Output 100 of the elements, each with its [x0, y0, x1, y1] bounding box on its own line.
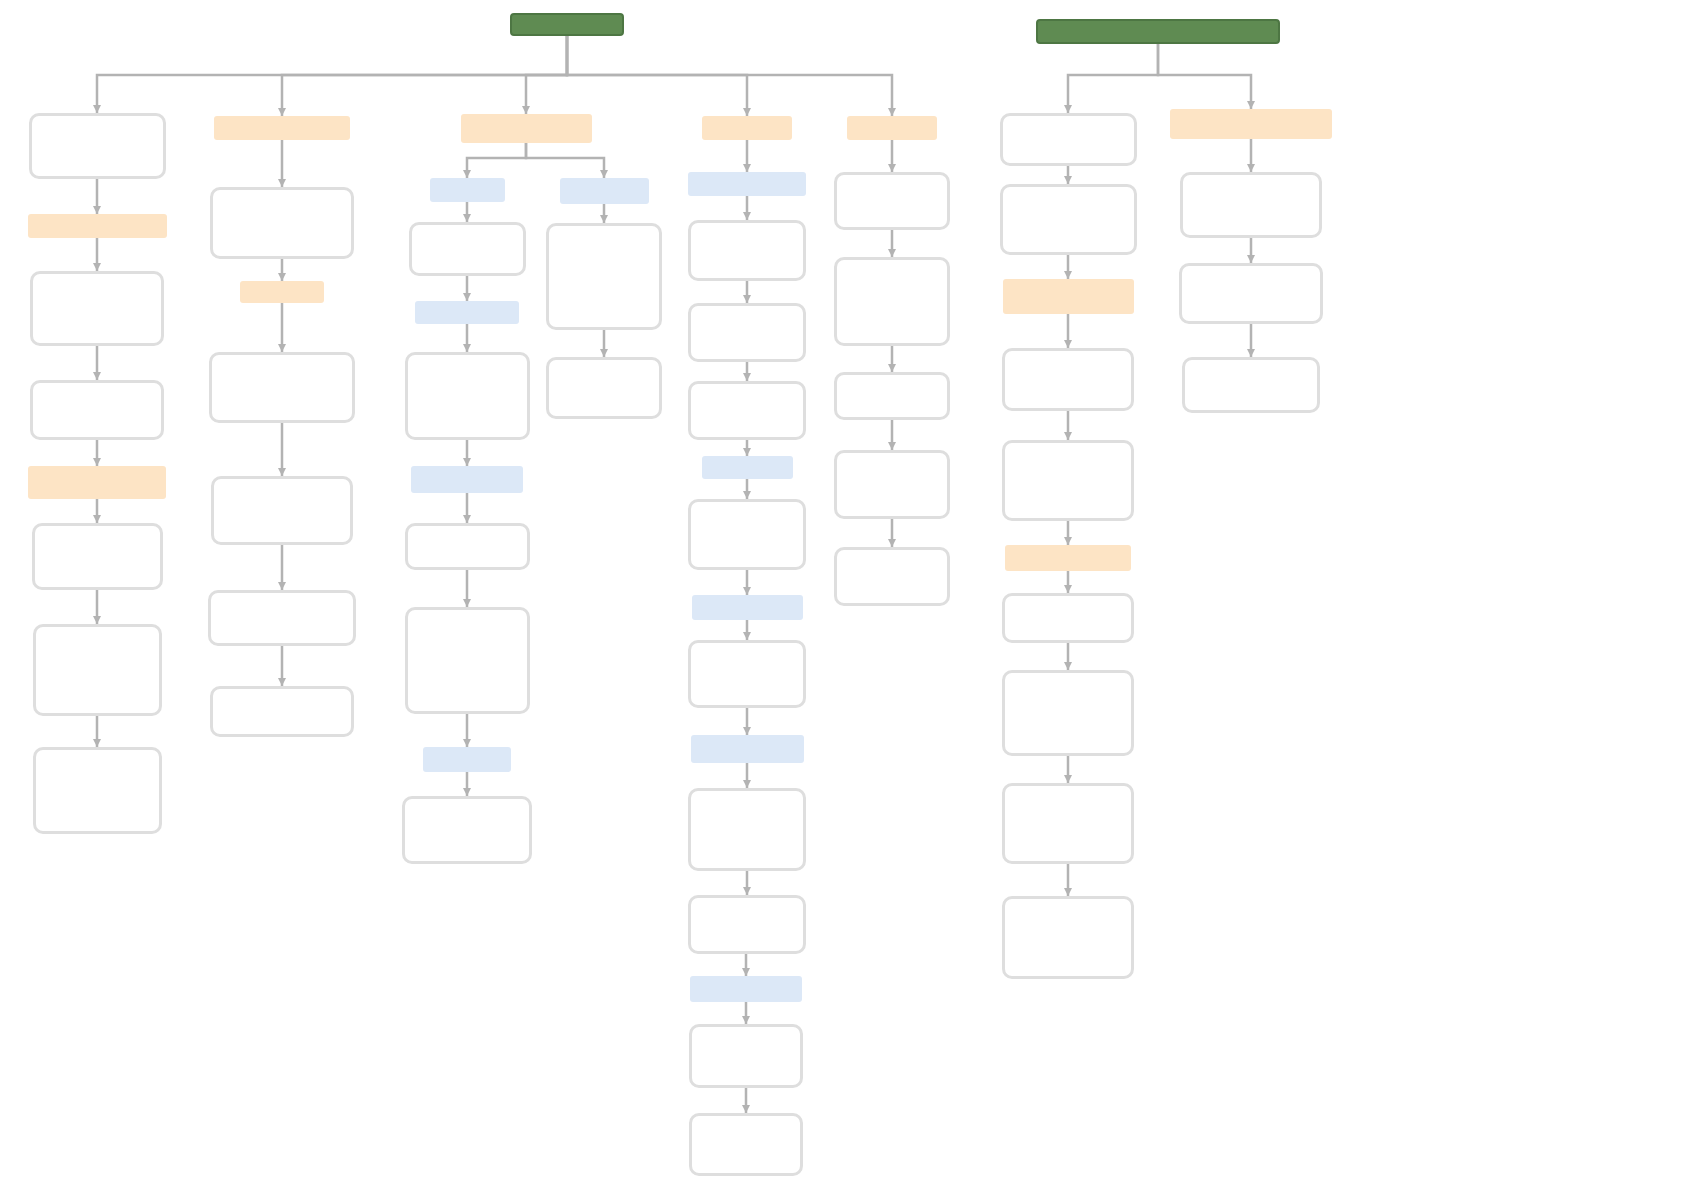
arrow — [1156, 44, 1255, 109]
note-box — [688, 381, 806, 440]
subcategory-tag — [415, 301, 519, 324]
arrow — [1064, 166, 1072, 184]
arrow — [743, 763, 751, 788]
subcategory-tag — [411, 466, 523, 493]
arrow — [93, 590, 101, 624]
arrow — [743, 708, 751, 735]
arrow — [743, 620, 751, 640]
arrow — [463, 276, 471, 301]
arrow — [93, 238, 101, 271]
arrow — [463, 324, 471, 352]
arrow — [600, 330, 608, 357]
arrow — [742, 954, 750, 976]
note-box — [834, 172, 950, 230]
arrow — [1064, 314, 1072, 348]
arrow — [93, 716, 101, 747]
category-tag — [214, 116, 350, 140]
arrow — [463, 772, 471, 796]
note-box — [1002, 348, 1134, 411]
note-box — [30, 271, 164, 346]
root-heading-box — [1036, 19, 1280, 44]
arrow — [743, 570, 751, 595]
category-tag — [27, 214, 167, 238]
note-box — [1002, 783, 1134, 864]
arrow — [278, 545, 286, 590]
note-box — [1002, 896, 1134, 979]
note-box — [546, 223, 662, 330]
arrow — [463, 202, 471, 222]
arrow — [463, 570, 471, 607]
note-box — [688, 640, 806, 708]
arrow — [93, 499, 101, 523]
note-box — [688, 303, 806, 362]
category-tag — [240, 281, 324, 303]
arrow — [93, 346, 101, 380]
arrow — [743, 362, 751, 381]
category-tag — [28, 466, 166, 499]
note-box — [28, 113, 166, 179]
category-tag — [460, 114, 592, 143]
note-box — [688, 895, 806, 954]
arrow — [524, 143, 608, 178]
arrow — [600, 204, 608, 223]
subcategory-tag — [690, 976, 802, 1002]
arrow — [1247, 238, 1255, 263]
subcategory-tag — [690, 735, 804, 763]
arrow — [1064, 411, 1072, 440]
note-box — [1182, 357, 1320, 413]
arrow — [743, 281, 751, 303]
note-box — [404, 607, 530, 714]
arrow — [1064, 864, 1072, 896]
arrow — [463, 440, 471, 466]
note-box — [32, 624, 162, 716]
note-box — [210, 686, 354, 737]
note-box — [1002, 593, 1134, 643]
category-tag — [702, 116, 792, 140]
note-box — [404, 352, 530, 440]
note-box — [688, 220, 806, 281]
note-box — [1002, 440, 1134, 521]
arrow — [1064, 255, 1072, 279]
category-tag — [1005, 545, 1131, 571]
arrow — [743, 140, 751, 172]
arrow — [93, 440, 101, 466]
arrow — [742, 1088, 750, 1113]
arrow — [888, 420, 896, 450]
arrow — [1064, 571, 1072, 593]
note-box — [689, 1113, 803, 1176]
note-box — [402, 796, 532, 864]
arrow — [463, 493, 471, 523]
arrow — [743, 479, 751, 499]
note-box — [404, 523, 530, 570]
category-tag — [847, 116, 937, 140]
note-box — [689, 1024, 803, 1088]
subcategory-tag — [691, 595, 803, 620]
arrow — [278, 140, 286, 187]
category-tag — [1002, 279, 1134, 314]
note-box — [209, 352, 355, 423]
arrow — [888, 140, 896, 172]
arrow — [565, 36, 896, 116]
note-box — [999, 113, 1137, 166]
subcategory-tag — [429, 178, 505, 202]
note-box — [1180, 172, 1322, 238]
arrow — [1247, 139, 1255, 172]
arrow — [93, 179, 101, 214]
note-box — [210, 187, 354, 259]
category-tag — [1170, 109, 1332, 139]
note-box — [546, 357, 662, 419]
note-box — [1179, 263, 1323, 324]
arrow — [743, 196, 751, 220]
note-box — [834, 450, 950, 519]
subcategory-tag — [559, 178, 649, 204]
arrow — [743, 440, 751, 456]
note-box — [32, 747, 162, 834]
subcategory-tag — [688, 172, 806, 196]
arrow — [278, 303, 286, 352]
note-box — [31, 523, 163, 590]
note-box — [408, 222, 526, 276]
note-box — [999, 184, 1137, 255]
arrow — [888, 346, 896, 372]
arrow — [888, 230, 896, 257]
arrow — [278, 646, 286, 686]
